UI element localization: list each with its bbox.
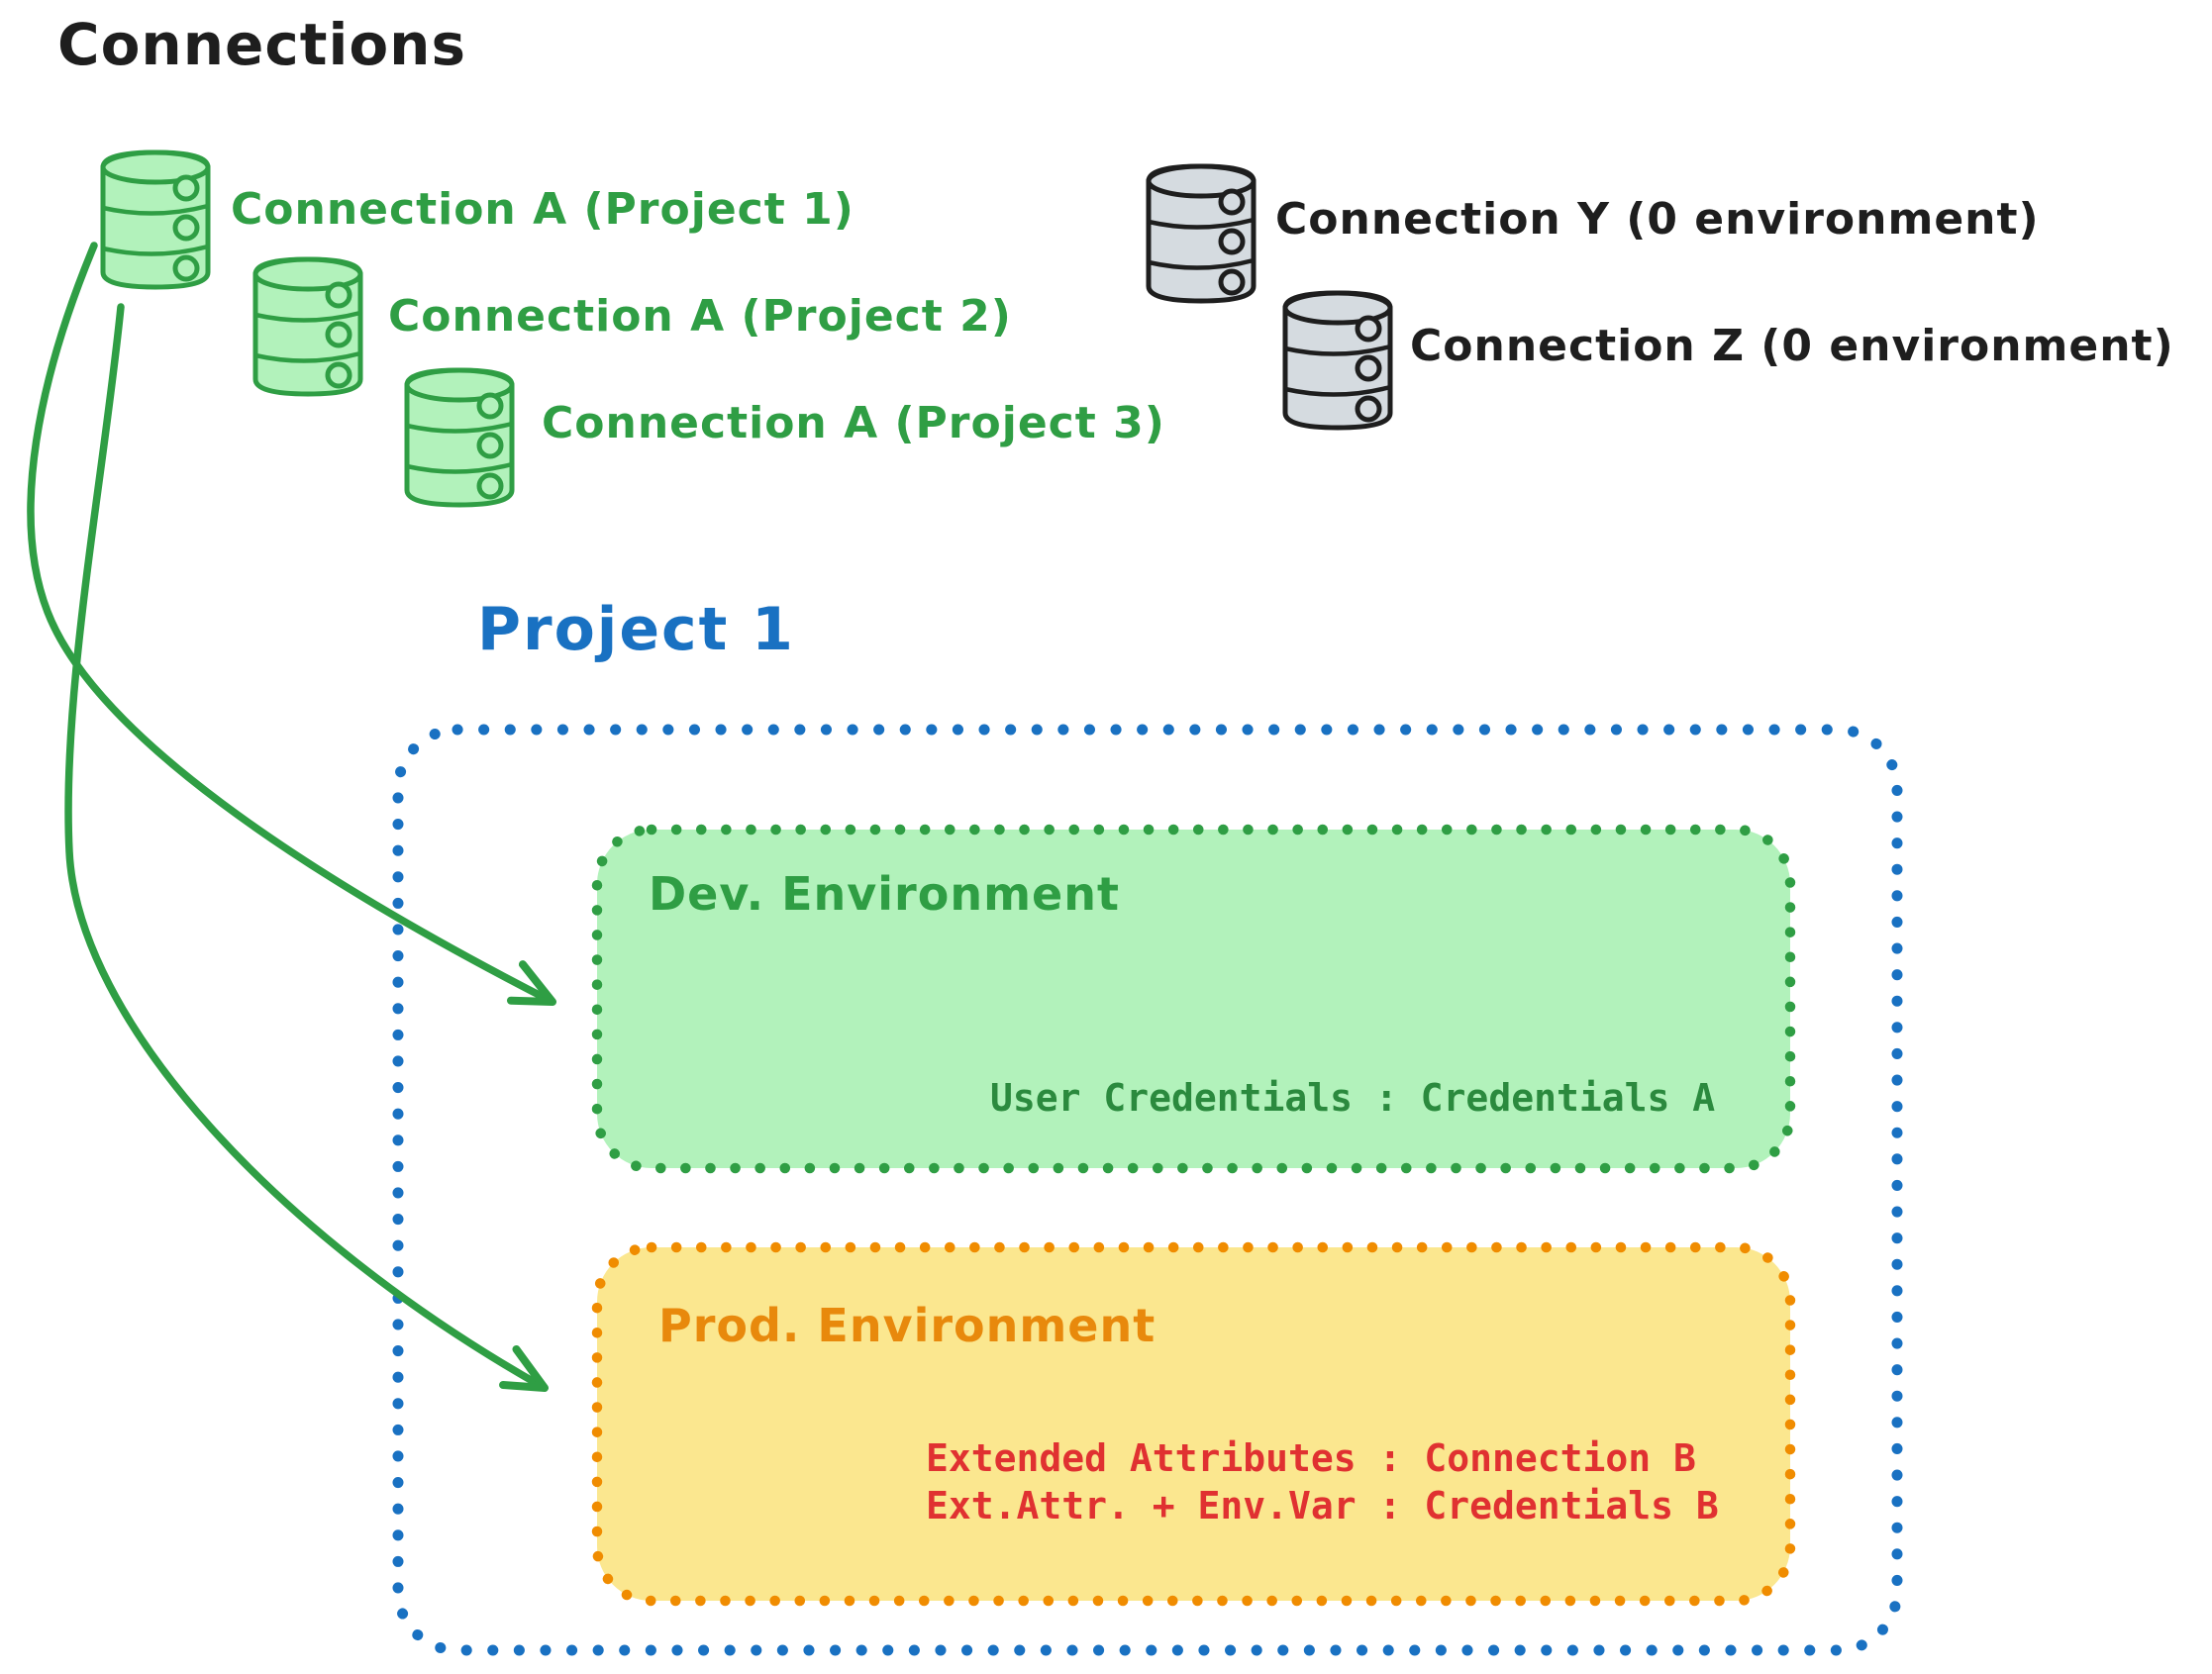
connection-y-label: Connection Y (0 environment) xyxy=(1275,194,2040,245)
prod-environment-box xyxy=(591,1241,1796,1607)
arrow-connection-a-to-prod-environment xyxy=(64,303,549,1392)
database-icon xyxy=(103,152,208,287)
connection-a-project-3-label: Connection A (Project 3) xyxy=(542,398,1165,448)
connections-title: Connections xyxy=(57,11,466,78)
dev-environment-box xyxy=(591,824,1796,1174)
prod-env-var-line: Ext.Attr. + Env.Var : Credentials B xyxy=(926,1484,1719,1527)
project-1-boundary xyxy=(392,724,1903,1656)
database-icon xyxy=(255,259,360,394)
database-icon xyxy=(1149,166,1254,301)
arrow-connection-a-to-dev-environment xyxy=(27,242,556,1006)
dev-credentials-line: User Credentials : Credentials A xyxy=(990,1076,1716,1120)
dev-environment-title: Dev. Environment xyxy=(649,867,1120,921)
database-icon xyxy=(1285,293,1390,428)
prod-extended-attributes-line: Extended Attributes : Connection B xyxy=(926,1436,1696,1480)
connection-a-project-1-label: Connection A (Project 1) xyxy=(231,184,855,235)
connection-z-label: Connection Z (0 environment) xyxy=(1410,321,2174,371)
connection-a-project-2-label: Connection A (Project 2) xyxy=(388,291,1012,342)
prod-environment-title: Prod. Environment xyxy=(658,1299,1156,1352)
project-1-title: Project 1 xyxy=(477,595,795,664)
database-icon xyxy=(407,370,512,505)
